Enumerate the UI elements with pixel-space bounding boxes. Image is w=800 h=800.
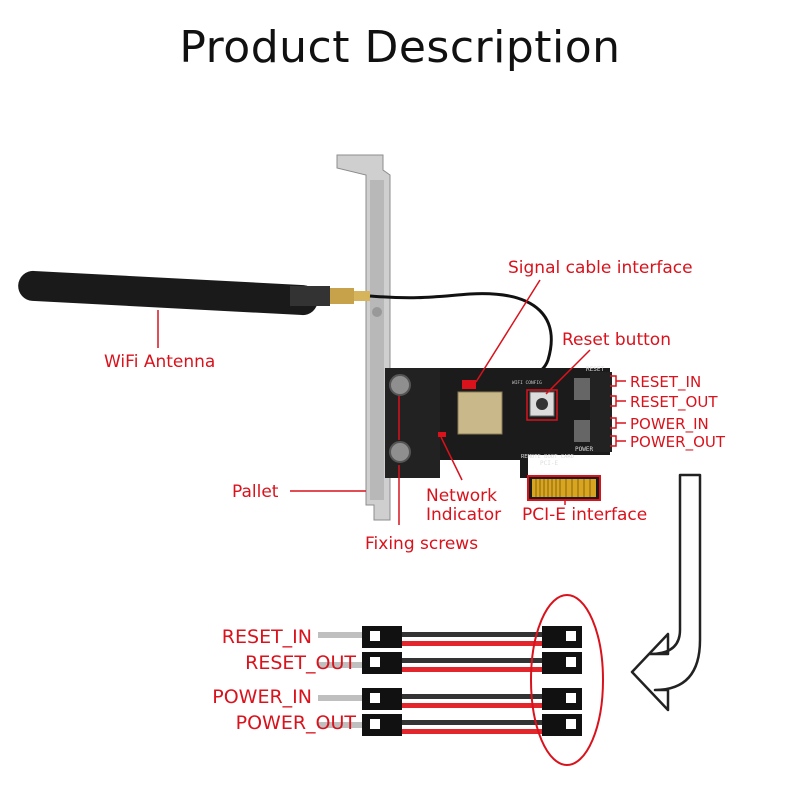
cable-label-power-out: POWER_OUT — [235, 712, 356, 734]
cable-row — [318, 688, 582, 710]
connector-highlight-ellipse — [530, 594, 604, 766]
pin-label-power-out: POWER_OUT — [630, 433, 726, 451]
board-wifi-print: WIFI CONFIG — [512, 380, 542, 386]
cable-row — [318, 714, 582, 736]
wifi-antenna — [18, 270, 370, 316]
reset-button-label: Reset button — [562, 330, 671, 350]
jumper-cables — [318, 626, 582, 736]
cable-label-reset-in: RESET_IN — [221, 626, 312, 648]
cable-label-power-in: POWER_IN — [212, 686, 312, 708]
signal-cable-interface-label: Signal cable interface — [508, 258, 693, 278]
cable-row — [318, 626, 582, 648]
direction-arrow — [630, 473, 702, 712]
pallet-label: Pallet — [232, 482, 279, 502]
reset-button-highlight — [526, 389, 558, 421]
cable-row — [318, 652, 582, 674]
wifi-antenna-label: WiFi Antenna — [104, 352, 216, 372]
network-indicator-label-2: Indicator — [426, 505, 502, 525]
pcie-interface-label: PCI-E interface — [522, 505, 648, 525]
metal-bracket — [336, 154, 391, 521]
board-name-print: REMOTE BOOT CARD — [521, 454, 574, 460]
fixing-screws-label: Fixing screws — [365, 534, 479, 554]
pin-label-power-in: POWER_IN — [630, 415, 709, 433]
cable-label-reset-out: RESET_OUT — [245, 652, 356, 674]
pcie-gold-fingers — [528, 476, 600, 500]
page-title: Product Description — [179, 22, 621, 73]
pcb-board: RESET POWER REMOTE BOOT CARD PCI-E WIFI … — [385, 366, 612, 478]
pin-label-reset-out: RESET_OUT — [630, 393, 718, 411]
board-reset-print: RESET — [586, 366, 604, 373]
callout-lines — [157, 279, 626, 525]
network-indicator-label-1: Network — [426, 486, 497, 506]
board-power-print: POWER — [575, 446, 593, 453]
board-bus-print: PCI-E — [540, 460, 558, 467]
pcie-highlight-box — [527, 475, 601, 501]
pin-label-reset-in: RESET_IN — [630, 373, 702, 391]
